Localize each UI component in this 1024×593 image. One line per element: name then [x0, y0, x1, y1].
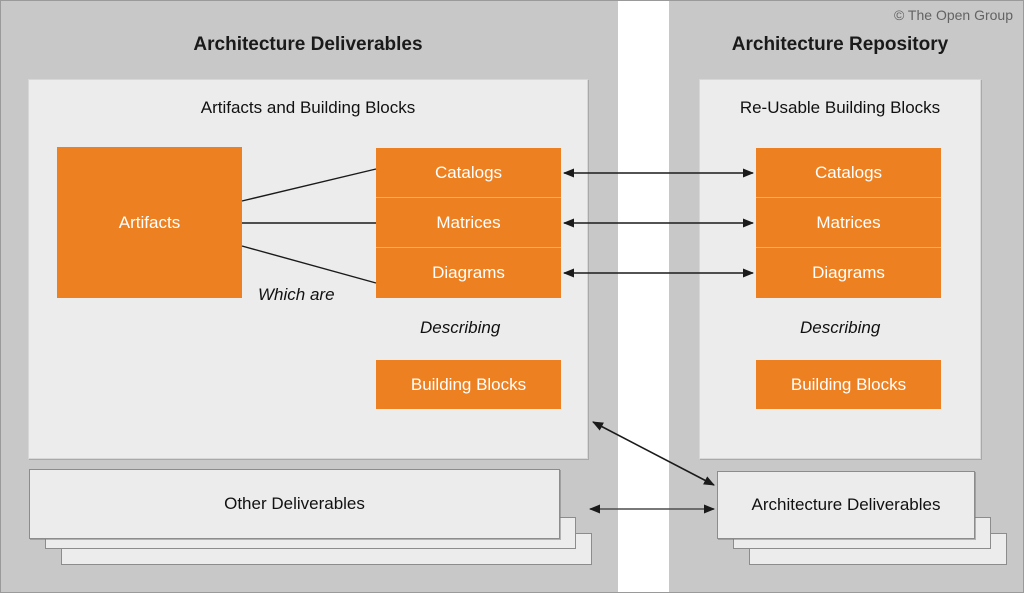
right-building-blocks-box[interactable]: Building Blocks	[756, 360, 941, 409]
left-diagrams-box[interactable]: Diagrams	[376, 248, 561, 298]
left-building-blocks-box[interactable]: Building Blocks	[376, 360, 561, 409]
left-section-title: Architecture Deliverables	[193, 34, 423, 55]
artifacts-box[interactable]: Artifacts	[57, 147, 242, 298]
right-matrices-box[interactable]: Matrices	[756, 198, 941, 248]
other-deliverables-box[interactable]: Other Deliverables	[29, 469, 560, 539]
left-panel-heading: Artifacts and Building Blocks	[200, 98, 416, 117]
architecture-deliverables-box[interactable]: Architecture Deliverables	[717, 471, 975, 539]
right-describing-label: Describing	[800, 318, 881, 337]
right-catalogs-box[interactable]: Catalogs	[756, 148, 941, 198]
left-matrices-box[interactable]: Matrices	[376, 198, 561, 248]
copyright-notice: © The Open Group	[893, 7, 1013, 23]
right-diagrams-box[interactable]: Diagrams	[756, 248, 941, 298]
which-are-label: Which are	[258, 285, 335, 304]
right-section-title: Architecture Repository	[731, 34, 949, 55]
left-catalogs-box[interactable]: Catalogs	[376, 148, 561, 198]
architecture-deliverables-label: Architecture Deliverables	[751, 494, 941, 514]
left-describing-label: Describing	[420, 318, 501, 337]
right-panel-heading: Re-Usable Building Blocks	[739, 98, 941, 117]
